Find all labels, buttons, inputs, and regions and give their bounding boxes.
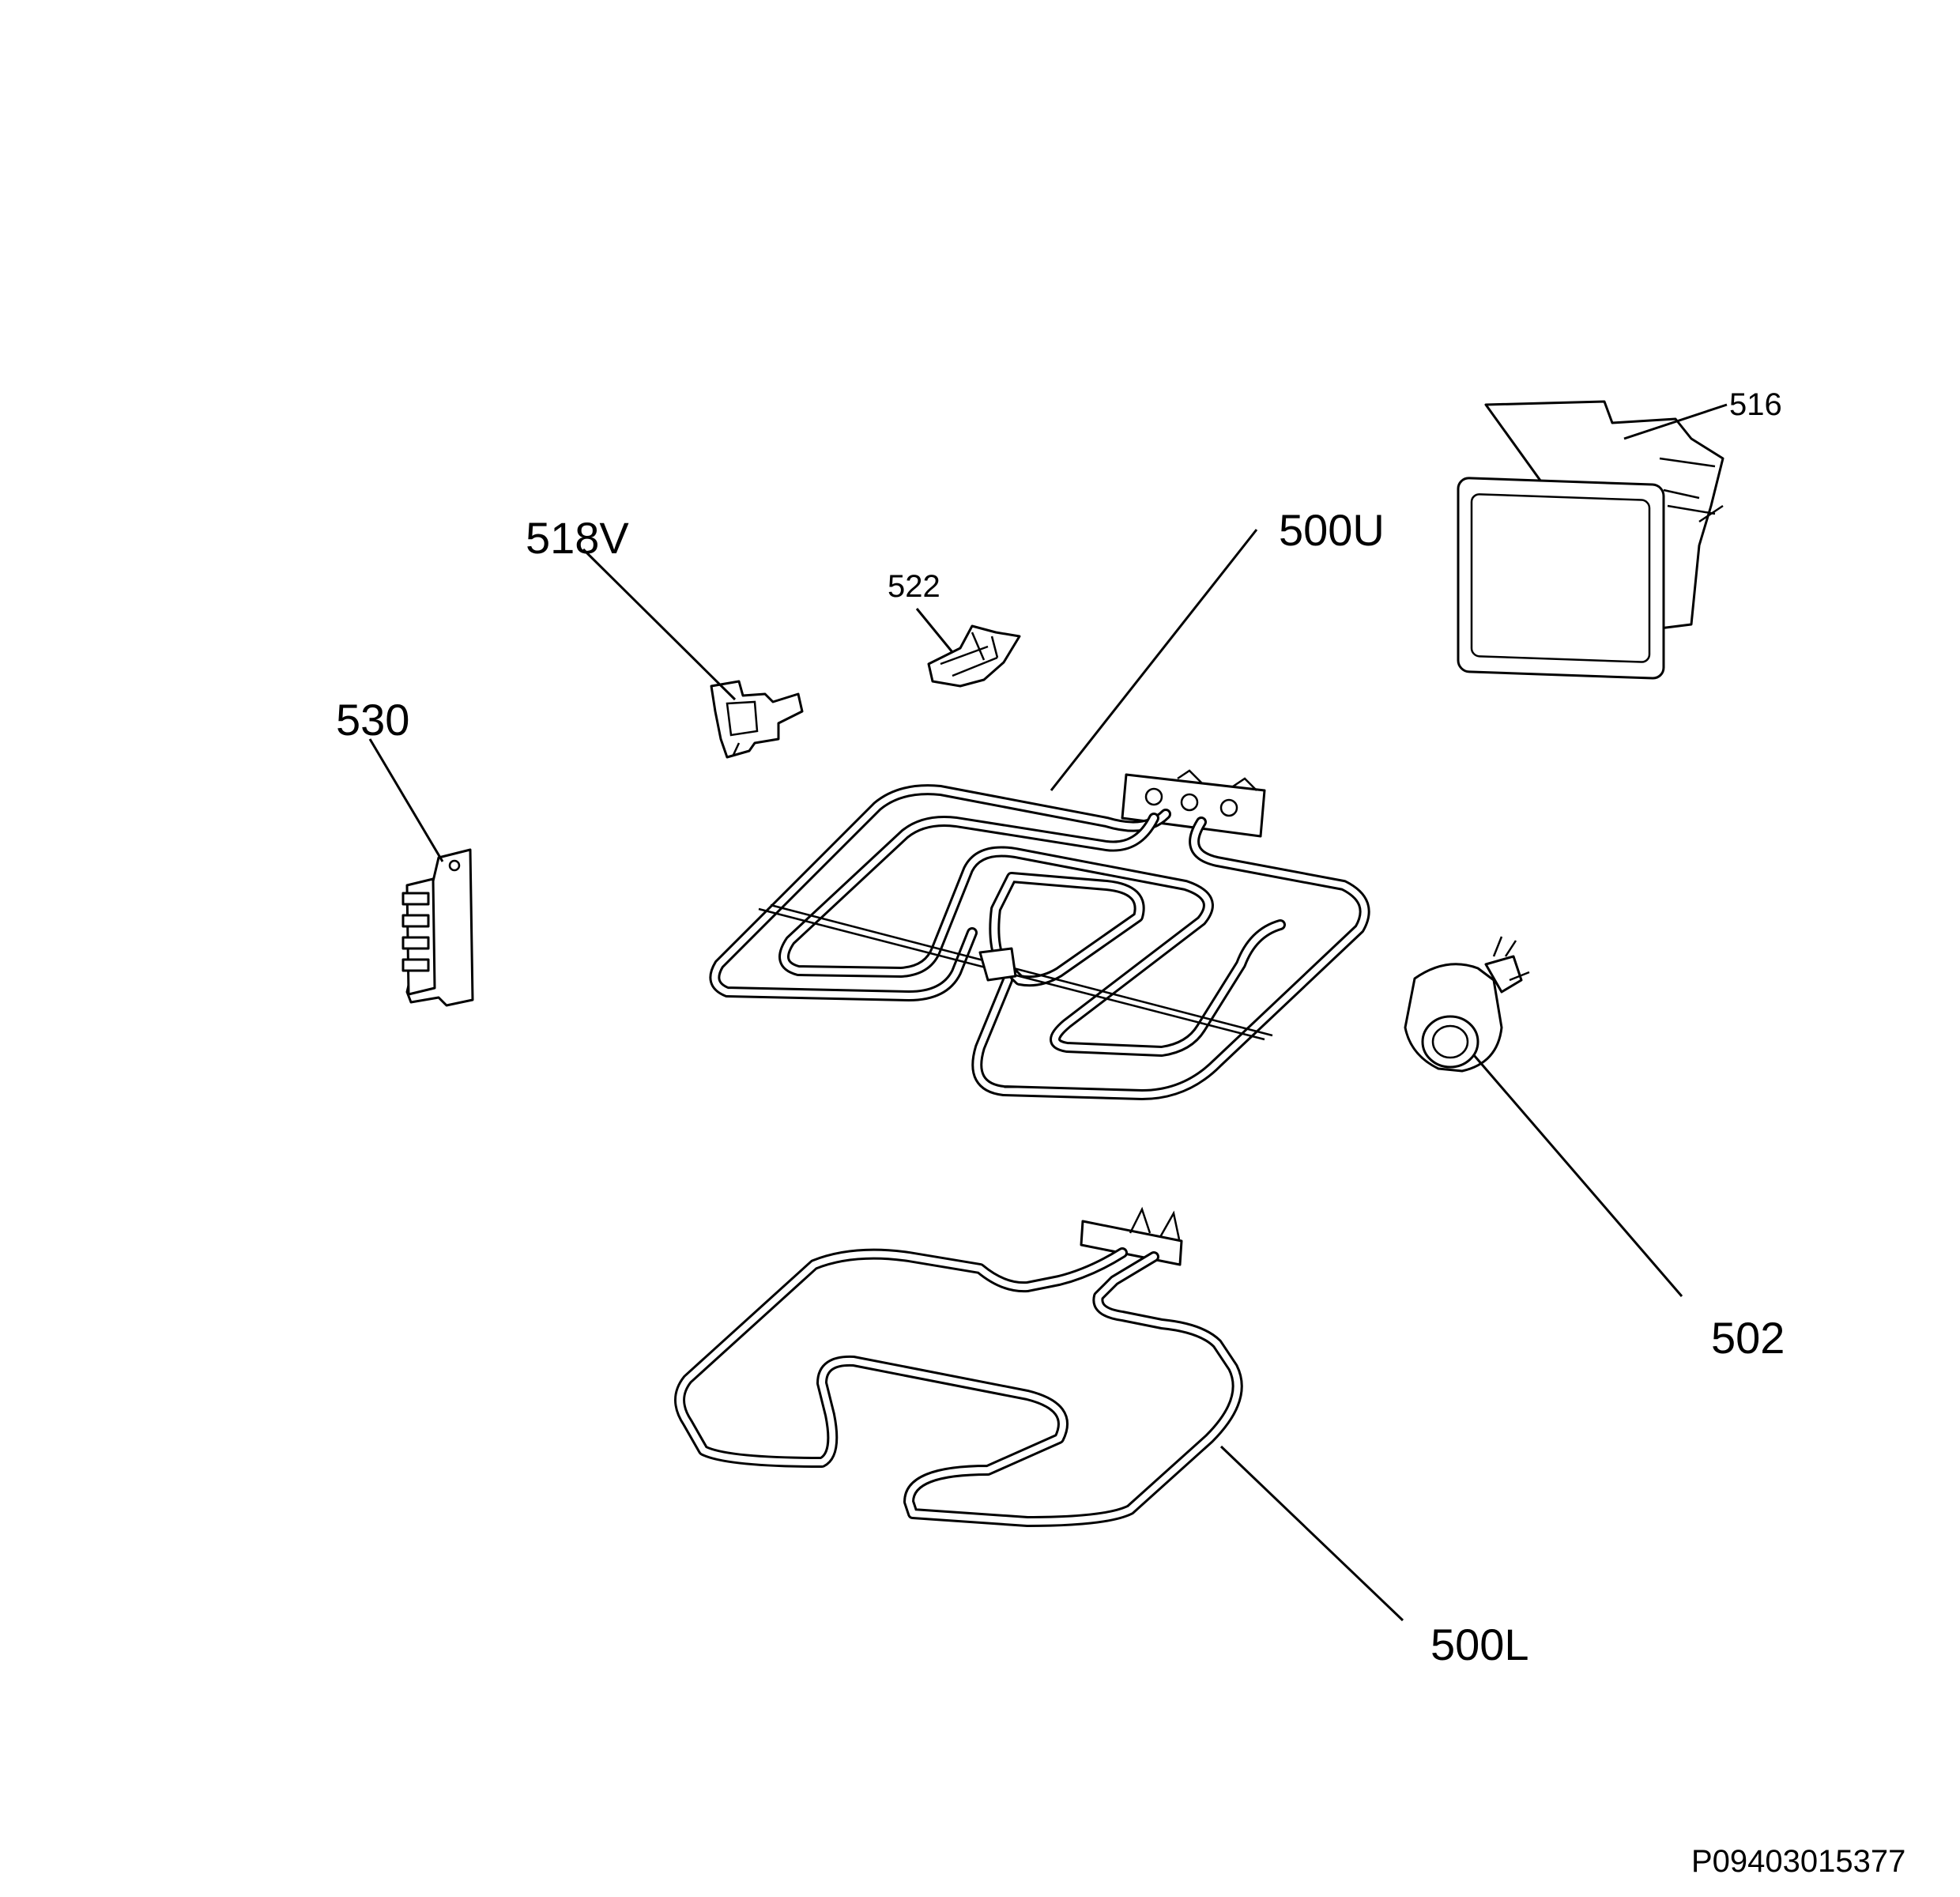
- leader-522: [915, 608, 954, 653]
- label-502: 502: [1711, 1313, 1785, 1363]
- leader-516: [1623, 403, 1728, 440]
- label-522: 522: [888, 569, 940, 604]
- label-530: 530: [336, 695, 409, 745]
- leader-530: [368, 738, 444, 862]
- part-522-fuse: [927, 624, 1021, 688]
- label-500l: 500L: [1430, 1620, 1529, 1669]
- leader-518v: [582, 548, 737, 701]
- part-500l-lower-heating-element: [674, 1206, 1243, 1527]
- label-518v: 518V: [526, 513, 629, 563]
- label-516: 516: [1729, 387, 1782, 422]
- leader-502: [1472, 1054, 1683, 1297]
- drawing-code: P09403015377: [1691, 1844, 1905, 1879]
- leader-500u: [1050, 529, 1258, 791]
- part-516-box: [1457, 400, 1724, 680]
- part-530-terminal-block: [401, 848, 474, 1007]
- leader-500l: [1219, 1445, 1404, 1622]
- label-500u: 500U: [1279, 505, 1385, 555]
- part-502-thermostat: [1404, 936, 1530, 1073]
- part-500u-upper-heating-element: [709, 769, 1370, 1100]
- part-518v-bracket: [710, 680, 804, 759]
